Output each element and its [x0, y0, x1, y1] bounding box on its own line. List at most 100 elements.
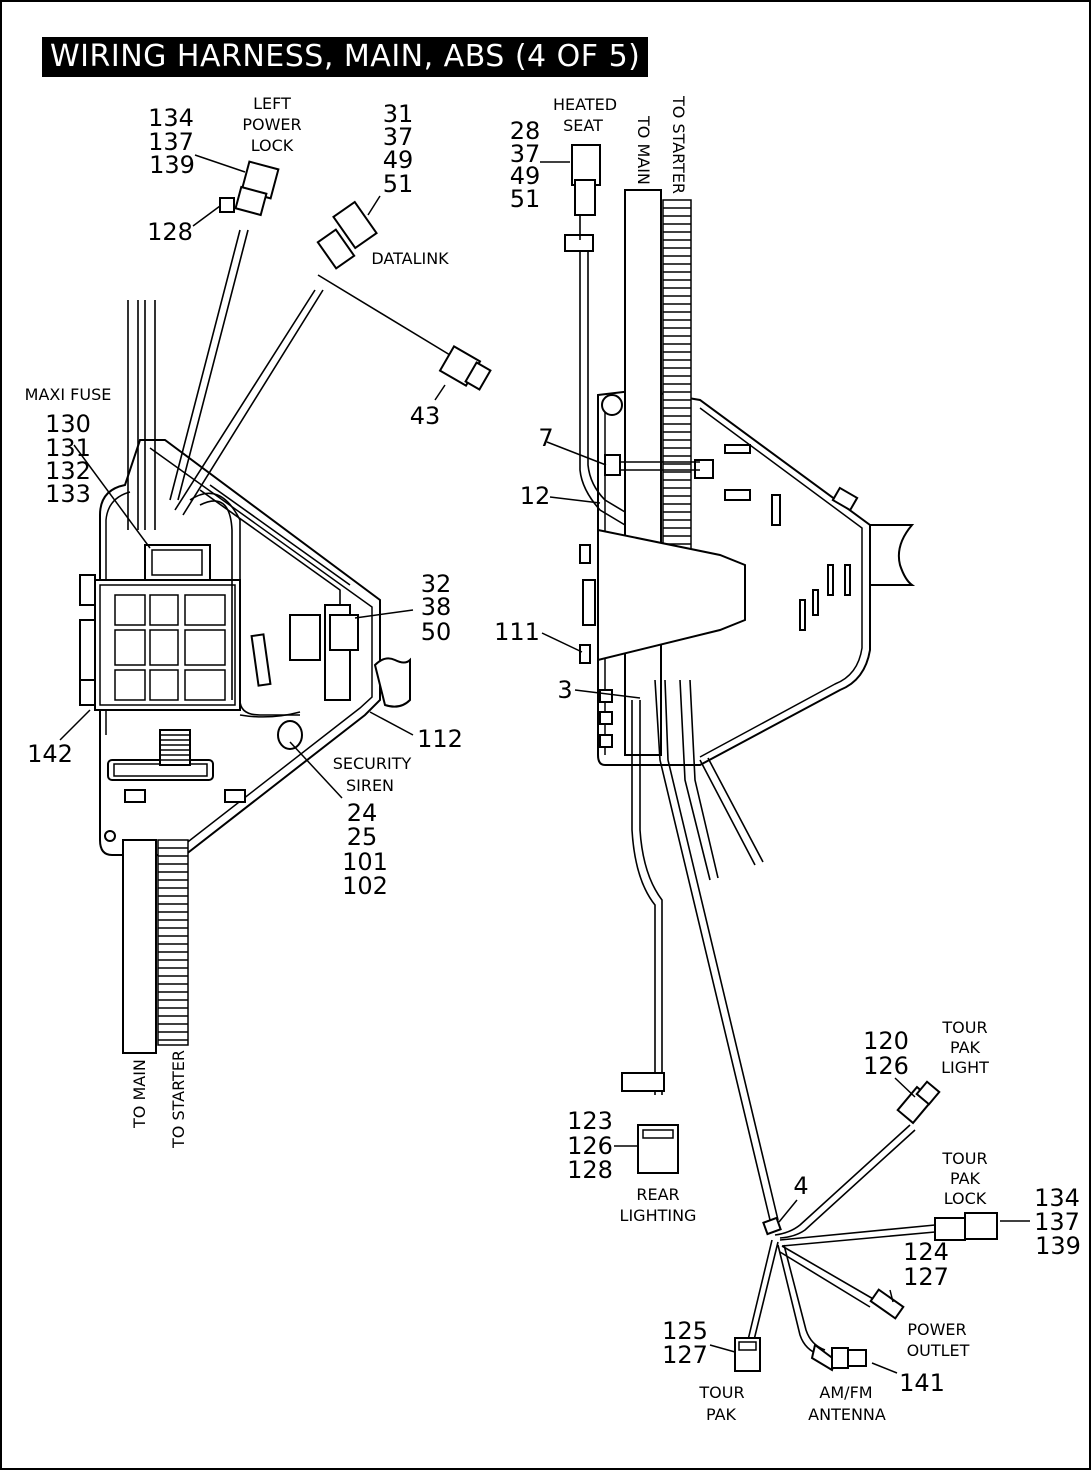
- callout-number: 133: [45, 480, 91, 508]
- label-line: PAK: [950, 1169, 981, 1188]
- callout-number: 132: [45, 457, 91, 485]
- callout-142: 142: [27, 740, 73, 768]
- callout-number: 126: [567, 1132, 613, 1160]
- tour-pak-lock-label: TOUR PAK LOCK: [941, 1149, 987, 1208]
- label-line: LOCK: [251, 136, 294, 155]
- callout-7: 7: [538, 424, 553, 452]
- callout-tour-pak-light: 120 126: [863, 1027, 909, 1080]
- callout-number: 102: [342, 872, 388, 900]
- callout-left-power-lock: 134 137 139: [148, 104, 195, 179]
- callout-141: 141: [899, 1369, 945, 1397]
- starter-conduit-ribs-left: [158, 847, 188, 1041]
- label-line: LIGHT: [941, 1058, 989, 1077]
- am-fm-antenna-label: AM/FM ANTENNA: [808, 1383, 886, 1424]
- label-line: PAK: [950, 1038, 981, 1057]
- to-main-label-left: TO MAIN: [130, 1059, 149, 1129]
- callout-number: 134: [148, 104, 194, 132]
- tour-pak-label: TOUR PAK: [698, 1383, 744, 1424]
- callout-tour-pak-lock: 134 137 139: [1034, 1184, 1081, 1260]
- callout-relay-connector: 32 38 50: [421, 570, 452, 646]
- callout-tour-pak: 125 127: [662, 1317, 708, 1369]
- callout-number: 123: [567, 1107, 613, 1135]
- label-line: POWER: [242, 115, 301, 134]
- diagram-title: WIRING HARNESS, MAIN, ABS (4 OF 5): [42, 37, 649, 77]
- callout-3: 3: [557, 676, 572, 704]
- callout-43: 43: [410, 402, 441, 430]
- callout-number: 37: [383, 123, 414, 151]
- callout-12: 12: [520, 482, 551, 510]
- label-line: OUTLET: [907, 1341, 970, 1360]
- callout-rear-lighting: 123 126 128: [567, 1107, 613, 1184]
- callout-number: 38: [421, 593, 452, 621]
- callout-number: 131: [45, 434, 91, 462]
- to-starter-label-left: TO STARTER: [169, 1050, 188, 1149]
- callout-128: 128: [147, 218, 193, 246]
- datalink-label: DATALINK: [371, 249, 449, 268]
- callout-111: 111: [494, 618, 540, 646]
- label-line: AM/FM: [819, 1383, 872, 1402]
- callout-number: 25: [347, 823, 378, 851]
- callout-number: 139: [1035, 1232, 1081, 1260]
- callout-number: 37: [510, 140, 541, 168]
- label-line: SIREN: [346, 776, 394, 795]
- callout-number: 51: [383, 170, 414, 198]
- starter-conduit-ribs-right: [663, 207, 691, 545]
- power-outlet-label: POWER OUTLET: [907, 1320, 970, 1360]
- callout-number: 124: [903, 1238, 949, 1266]
- label-line: TOUR: [941, 1018, 987, 1037]
- callout-number: 127: [662, 1341, 708, 1369]
- label-line: LEFT: [253, 94, 291, 113]
- label-line: REAR: [636, 1185, 679, 1204]
- callout-number: 31: [383, 100, 414, 128]
- left-power-lock-label: LEFT POWER LOCK: [242, 94, 301, 155]
- callout-number: 51: [510, 185, 541, 213]
- callout-number: 49: [510, 162, 541, 190]
- label-line: ANTENNA: [808, 1405, 886, 1424]
- callout-power-outlet: 124 127: [903, 1238, 949, 1291]
- callout-heated-seat: 28 37 49 51: [510, 117, 541, 213]
- callout-112: 112: [417, 725, 463, 753]
- leader-lines: [59, 154, 1030, 1374]
- tour-pak-light-label: TOUR PAK LIGHT: [941, 1018, 989, 1077]
- label-line: TOUR: [698, 1383, 744, 1402]
- left-harness-assembly: [79, 160, 492, 1054]
- label-line: TOUR: [941, 1149, 987, 1168]
- callout-number: 137: [1034, 1208, 1080, 1236]
- label-line: SEAT: [563, 116, 603, 135]
- callout-number: 130: [45, 410, 91, 438]
- label-line: HEATED: [553, 95, 617, 114]
- callout-number: 137: [148, 128, 194, 156]
- callout-number: 127: [903, 1263, 949, 1291]
- callout-datalink: 31 37 49 51: [383, 100, 414, 198]
- callout-number: 134: [1034, 1184, 1080, 1212]
- callout-number: 32: [421, 570, 452, 598]
- callout-maxi-fuse: 130 131 132 133: [45, 410, 91, 508]
- callout-number: 125: [662, 1317, 708, 1345]
- to-starter-label-right: TO STARTER: [669, 95, 688, 194]
- label-line: PAK: [706, 1405, 737, 1424]
- heated-seat-label: HEATED SEAT: [553, 95, 617, 135]
- callout-4: 4: [793, 1172, 808, 1200]
- callout-number: 126: [863, 1052, 909, 1080]
- label-line: LOCK: [944, 1189, 987, 1208]
- callout-number: 24: [347, 799, 378, 827]
- label-line: LIGHTING: [620, 1206, 697, 1225]
- security-siren-label: SECURITY SIREN: [333, 754, 412, 795]
- callout-security-siren: 24 25 101 102: [342, 799, 388, 900]
- callout-number: 50: [421, 618, 452, 646]
- to-main-label-right: TO MAIN: [634, 115, 653, 185]
- label-line: POWER: [907, 1320, 966, 1339]
- callout-number: 101: [342, 848, 388, 876]
- callout-number: 120: [863, 1027, 909, 1055]
- label-line: SECURITY: [333, 754, 412, 773]
- maxi-fuse-label: MAXI FUSE: [25, 385, 112, 404]
- right-harness-assembly: [564, 144, 998, 1372]
- callout-number: 128: [567, 1156, 613, 1184]
- rear-lighting-label: REAR LIGHTING: [620, 1185, 697, 1225]
- callout-number: 49: [383, 146, 414, 174]
- fuse-block-slots: [114, 594, 226, 701]
- callout-number: 139: [149, 151, 195, 179]
- callout-number: 28: [510, 117, 541, 145]
